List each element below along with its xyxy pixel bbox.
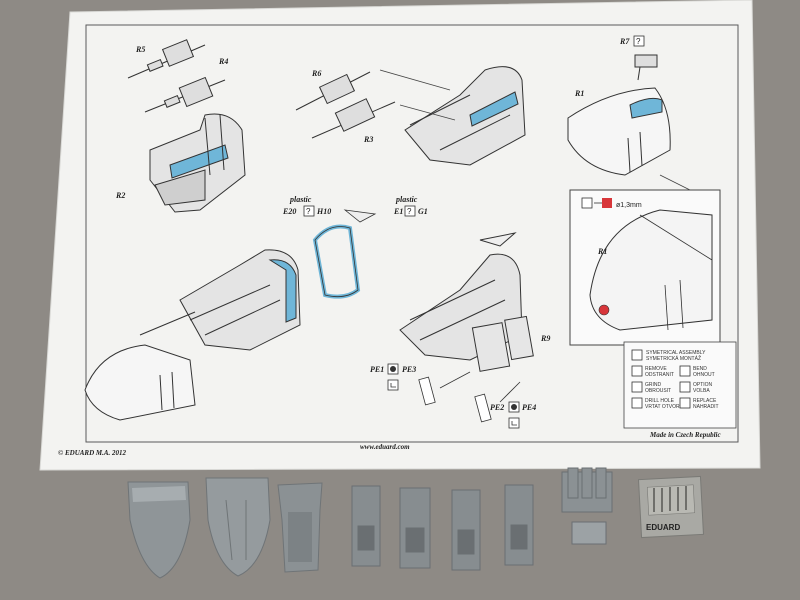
cockpit-tub-r2 [149, 113, 246, 213]
resin-gun-bay-1 [351, 485, 381, 567]
symmetry-icon-pe2 [511, 404, 517, 410]
resin-ammo-block [561, 467, 613, 513]
detail-box-r1 [569, 174, 721, 346]
assembly-arrows-top [379, 69, 456, 121]
plastic-right-code-a: E1 [393, 207, 403, 216]
legend-symmetrical: SYMETRICAL ASSEMBLY [646, 350, 706, 356]
gun-assembly-r6 [295, 71, 371, 111]
resin-small-part [571, 521, 607, 545]
fuselage-assembly-left [139, 249, 301, 351]
label-r7: R7 [619, 37, 630, 46]
legend-replace: REPLACE [693, 398, 717, 404]
made-in-text: Made in Czech Republic [649, 431, 721, 439]
legend-grind: GRIND [645, 382, 662, 388]
label-r6: R6 [311, 69, 321, 78]
gun-assembly-r4 [144, 76, 226, 113]
plastic-left-code-b: H10 [316, 207, 331, 216]
plastic-left-question-icon: ? [306, 207, 311, 216]
legend-bend-cz: OHNOUT [693, 372, 715, 378]
website-text: www.eduard.com [360, 443, 410, 451]
fuselage-section-top [404, 66, 526, 166]
r7-question-icon: ? [636, 37, 641, 46]
symmetry-icon-pe1 [390, 366, 396, 372]
label-pe3: PE3 [402, 365, 416, 374]
legend-grind-cz: OBROUSIT [645, 388, 671, 394]
label-r1-top: R1 [574, 89, 584, 98]
nose-cone-left [84, 344, 196, 421]
label-r5: R5 [135, 45, 145, 54]
drill-marker [598, 304, 610, 316]
legend-remove: REMOVE [645, 366, 667, 372]
label-r2: R2 [115, 191, 125, 200]
drill-size-note: ø1,3mm [616, 202, 642, 209]
label-pe4: PE4 [522, 403, 536, 412]
legend-remove-cz: ODSTRANIT [645, 372, 674, 378]
legend-bend: BEND [693, 366, 707, 372]
resin-nose-cone-2 [205, 477, 271, 577]
resin-nose-cone-1 [127, 481, 191, 579]
label-r1-detail: R1 [597, 247, 607, 256]
legend-option: OPTION [693, 382, 713, 388]
label-r9: R9 [540, 334, 550, 343]
resin-cockpit-part [277, 482, 323, 573]
plastic-left-code-a: E20 [282, 207, 296, 216]
canopy-frame-blue [312, 209, 377, 299]
nose-part-r1 [567, 87, 671, 176]
resin-gun-bay-3 [451, 489, 481, 571]
resin-gun-bay-4 [504, 484, 534, 566]
copyright-text: © EDUARD M.A. 2012 [58, 449, 127, 457]
pe-strips [418, 371, 521, 423]
gun-assembly-r5 [127, 39, 206, 79]
photo-etch-brand: EDUARD [646, 523, 680, 532]
legend-symmetrical-cz: SYMETRICKÁ MONTÁŽ [646, 354, 701, 362]
bend-icon-pe2 [511, 421, 517, 426]
legend-drill: DRILL HOLE [645, 398, 675, 404]
legend-drill-cz: VRTAT OTVOR [645, 404, 680, 410]
photo-etch-fret: EDUARD [637, 475, 705, 539]
panel-r9 [471, 315, 534, 372]
legend-replace-cz: NAHRADIT [693, 404, 719, 410]
red-swatch [602, 198, 612, 208]
plastic-right-title: plastic [395, 195, 418, 204]
symbol-legend: SYMETRICAL ASSEMBLY SYMETRICKÁ MONTÁŽ RE… [623, 341, 737, 429]
plastic-left-title: plastic [289, 195, 312, 204]
drill-symbol-icon [581, 197, 593, 209]
bend-icon-pe1 [390, 383, 396, 388]
label-r4: R4 [218, 57, 228, 66]
resin-gun-bay-2 [399, 487, 431, 569]
legend-option-cz: VOLBA [693, 388, 710, 394]
gun-assembly-r3 [311, 98, 396, 139]
plastic-right-code-b: G1 [418, 207, 428, 216]
label-pe2: PE2 [490, 403, 504, 412]
label-pe1: PE1 [370, 365, 384, 374]
label-r3: R3 [363, 135, 373, 144]
plastic-right-question-icon: ? [407, 207, 412, 216]
small-part-r7 [634, 54, 658, 81]
